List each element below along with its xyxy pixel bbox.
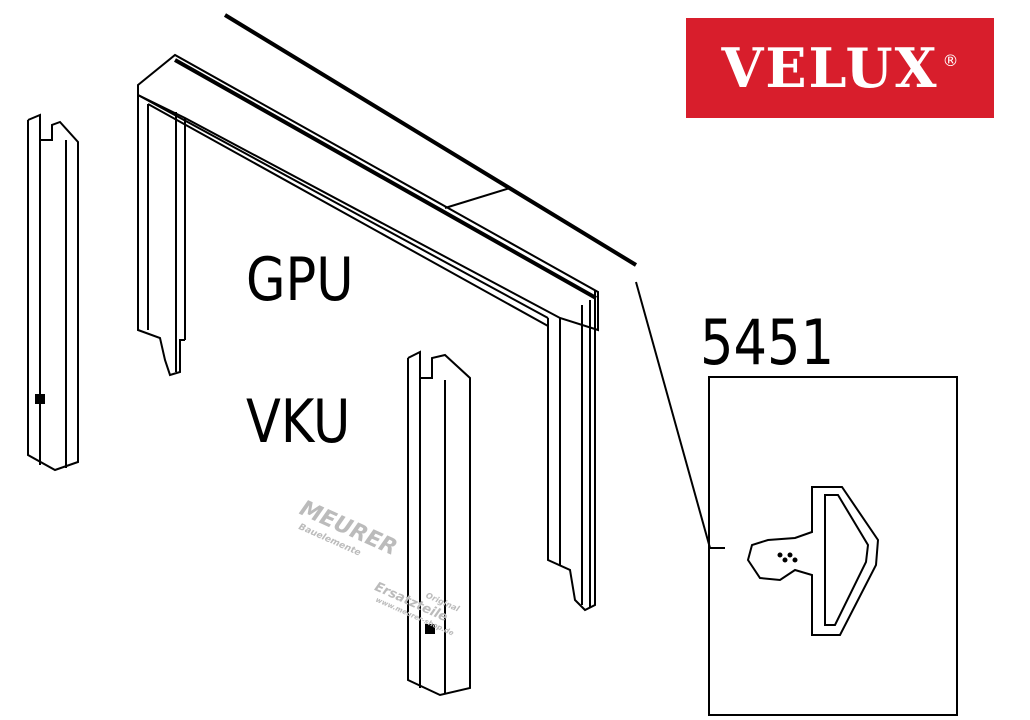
leader-line [635,281,711,549]
model-label-vku: VKU [246,387,351,457]
frame-left-leg [137,95,185,377]
centre-side-strip [407,350,471,697]
left-side-strip [27,113,79,472]
gasket-profile [746,486,880,636]
model-label-gpu: GPU [246,245,354,315]
seal-strip-cut [444,187,511,209]
part-number: 5451 [700,306,835,379]
registered-mark: ® [942,50,959,70]
seal-strip-line [223,13,638,267]
top-frame [137,53,599,340]
detail-box [708,376,958,716]
frame-right-leg [547,290,596,612]
logo-text: VELUX [721,36,939,100]
velux-logo: VELUX ® [686,18,994,118]
